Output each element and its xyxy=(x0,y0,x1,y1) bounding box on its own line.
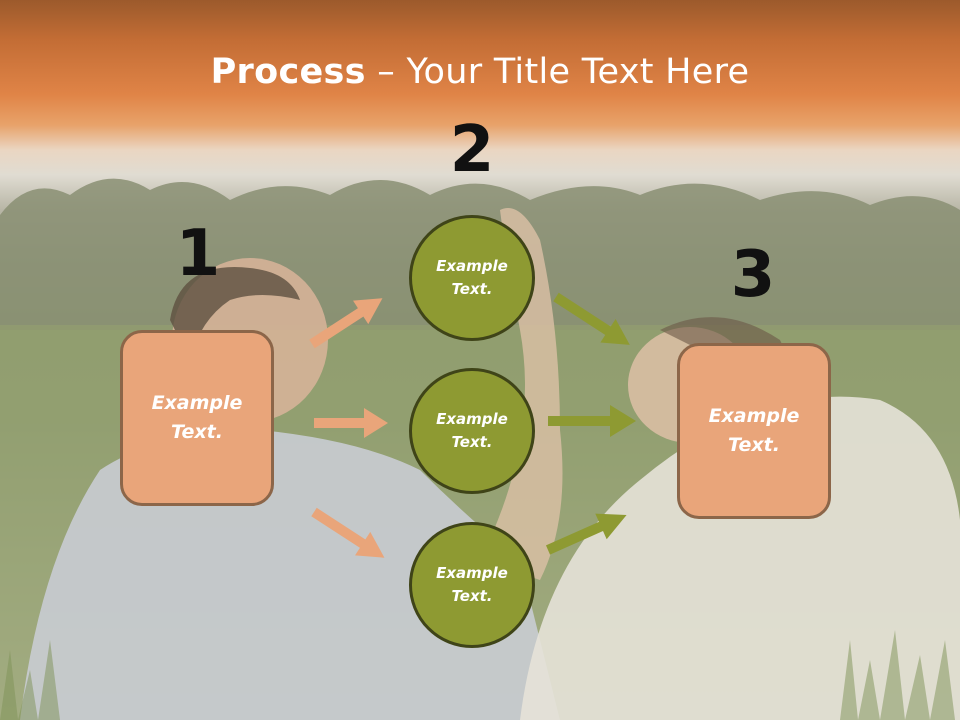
slide-title: Process – Your Title Text Here xyxy=(0,52,960,92)
step-3-number: 3 xyxy=(730,238,776,312)
step-2-item-1-label: Example Text. xyxy=(436,257,508,298)
arrow-down-right-olive xyxy=(553,292,630,345)
step-3-label: Example Text. xyxy=(708,405,800,456)
arrow-up-right-olive xyxy=(545,513,627,555)
step-3-box: Example Text. xyxy=(677,343,831,519)
step-2-circle-middle: Example Text. xyxy=(409,368,535,494)
step-2-number: 2 xyxy=(449,113,495,187)
step-2-item-2-label: Example Text. xyxy=(436,410,508,451)
step-1-box: Example Text. xyxy=(120,330,274,506)
step-1-number: 1 xyxy=(175,217,221,291)
step-1-label: Example Text. xyxy=(151,392,243,443)
title-rest: – Your Title Text Here xyxy=(365,52,750,92)
arrow-down-right-orange xyxy=(311,507,385,558)
arrow-up-right-orange xyxy=(309,298,383,349)
step-2-item-3-label: Example Text. xyxy=(436,564,508,605)
step-2-circle-bottom: Example Text. xyxy=(409,522,535,648)
arrow-right-olive xyxy=(548,405,636,437)
arrow-right-orange xyxy=(314,408,388,438)
step-2-circle-top: Example Text. xyxy=(409,215,535,341)
title-bold: Process xyxy=(210,52,366,92)
